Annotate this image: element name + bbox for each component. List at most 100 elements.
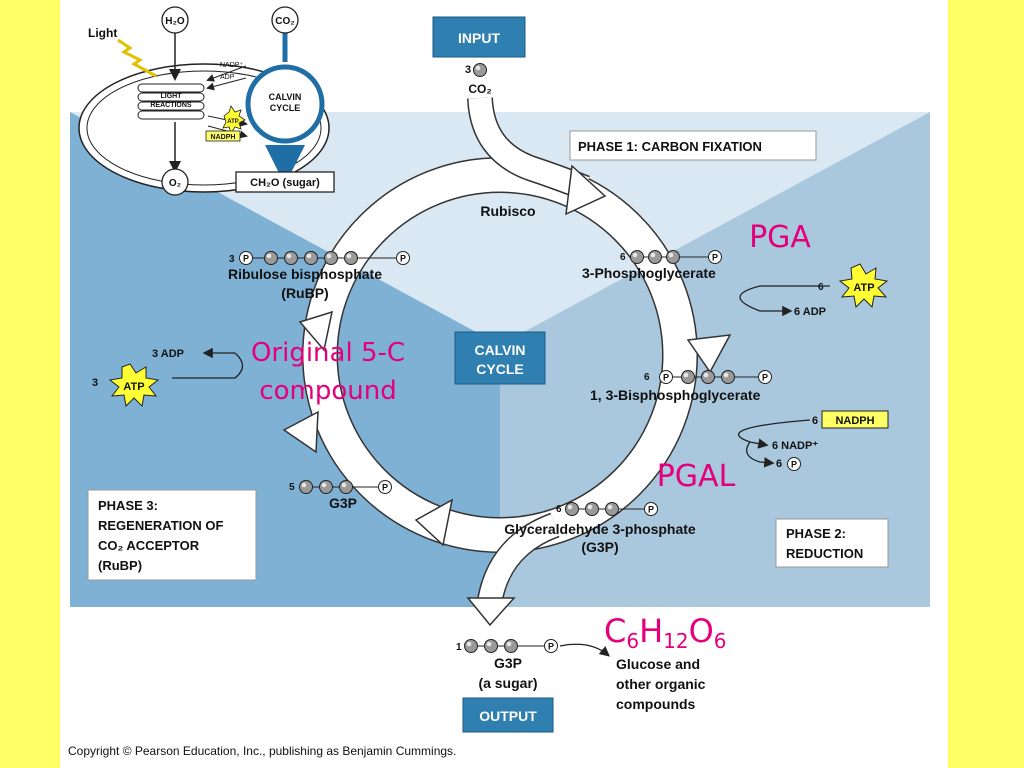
carbon-icon: [565, 502, 579, 516]
phase3-line3: CO₂ ACCEPTOR: [98, 538, 200, 553]
nadph-label: NADPH: [835, 415, 874, 427]
calvin-cycle-box: [454, 331, 546, 385]
copyright-notice: Copyright © Pearson Education, Inc., pub…: [68, 744, 457, 758]
g3p-name-1: Glyceraldehyde 3-phosphate: [504, 521, 696, 537]
carbon-icon: [304, 251, 318, 265]
light-reactions-label-1: LIGHT: [161, 93, 183, 100]
light-reactions-label-2: REACTIONS: [150, 102, 192, 109]
bpg-count: 6: [644, 372, 650, 383]
regen-atp-count: 3: [92, 377, 98, 389]
phase3-line4: (RuBP): [98, 558, 142, 573]
carbon-icon: [630, 250, 644, 264]
phosphate-icon: [659, 370, 673, 384]
carbon-icon: [284, 251, 298, 265]
carbon-icon: [648, 250, 662, 264]
carbon-icon: [701, 370, 715, 384]
pgal-annotation: PGAL: [657, 459, 736, 494]
g3p-name-2: (G3P): [581, 539, 618, 555]
phase2-line2: REDUCTION: [786, 546, 863, 561]
output-g3p-desc: (a sugar): [478, 675, 537, 691]
input-box-label: INPUT: [458, 30, 500, 46]
pga-atp-count: 6: [818, 282, 824, 293]
co2-label: CO₂: [275, 16, 294, 27]
regen-atp-label: ATP: [123, 381, 144, 393]
bpg-name: 1, 3-Bisphosphoglycerate: [590, 387, 761, 403]
slide-canvas: P Light H₂O CO: [60, 0, 948, 768]
o2-label: O₂: [169, 178, 181, 189]
carbon-icon: [681, 370, 695, 384]
carbon-icon: [319, 480, 333, 494]
co2-molecule-icon: [473, 63, 487, 77]
phosphate-icon: [239, 251, 253, 265]
input-co2-label: CO₂: [468, 82, 491, 96]
output-count: 1: [456, 642, 462, 653]
carbon-icon: [464, 639, 478, 653]
rubisco-label: Rubisco: [480, 203, 535, 219]
phase1-box: [569, 130, 817, 161]
h2o-label: H₂O: [165, 16, 185, 27]
carbon-icon: [721, 370, 735, 384]
rubp-annotation-2: compound: [259, 376, 396, 406]
phase1-label: PHASE 1: CARBON FIXATION: [578, 139, 762, 154]
inset-calvin-label-2: CYCLE: [270, 103, 301, 113]
carbon-icon: [666, 250, 680, 264]
atp-small-label: ATP: [227, 119, 239, 125]
phosphate-icon: [378, 480, 392, 494]
rubp-count: 3: [229, 254, 235, 265]
phosphate-icon: [544, 639, 558, 653]
regen-g3p-label: G3P: [329, 495, 357, 511]
rubp-name-1: Ribulose bisphosphate: [228, 266, 382, 282]
adp-small-label: ADP: [220, 74, 235, 81]
nadph-box: [821, 410, 889, 429]
carbon-icon: [585, 502, 599, 516]
pga-atp-icon: [838, 263, 889, 309]
pga-annotation: PGA: [749, 220, 811, 255]
carbon-icon: [339, 480, 353, 494]
calvin-cycle-diagram: P Light H₂O CO: [70, 6, 930, 733]
regen-adp-label: 3 ADP: [152, 348, 184, 360]
phosphate-icon: [644, 502, 658, 516]
nadph-count: 6: [812, 415, 818, 427]
carbon-icon: [484, 639, 498, 653]
carbon-icon: [324, 251, 338, 265]
glucose-line-1: Glucose and: [616, 656, 700, 672]
output-box-label: OUTPUT: [479, 708, 537, 724]
regen-atp-icon: [108, 363, 160, 408]
phase2-line1: PHASE 2:: [786, 526, 846, 541]
chloroplast-inset: Light H₂O CO₂ NADP⁺ ADP LIGHT REACTIONS …: [78, 6, 335, 196]
nadph-small-label: NADPH: [211, 134, 236, 141]
glucose-line-2: other organic: [616, 676, 706, 692]
glucose-formula: C6H12O6: [604, 612, 727, 653]
g3p-count: 6: [556, 504, 562, 515]
sugar-label: CH₂O (sugar): [250, 177, 320, 189]
phosphate-icon: [708, 250, 722, 264]
phase3-line1: PHASE 3:: [98, 498, 158, 513]
carbon-icon: [605, 502, 619, 516]
output-box: [462, 697, 554, 733]
pga-count: 6: [620, 252, 626, 263]
pga-name: 3-Phosphoglycerate: [582, 265, 716, 281]
input-box: [432, 16, 526, 58]
nadp-small-label: NADP⁺: [220, 62, 243, 69]
carbon-icon: [264, 251, 278, 265]
carbon-icon: [504, 639, 518, 653]
phosphate-icon: [787, 457, 801, 471]
inset-calvin-label-1: CALVIN: [269, 92, 302, 102]
phase3-line2: REGENERATION OF: [98, 518, 223, 533]
carbon-icon: [344, 251, 358, 265]
carbon-icon: [299, 480, 313, 494]
nadp-label: 6 NADP⁺: [772, 440, 818, 452]
cycle-ring: [282, 96, 732, 627]
input-co2-count: 3: [465, 64, 471, 76]
calvin-cycle-label-1: CALVIN: [474, 342, 525, 358]
regen-g3p-count: 5: [289, 482, 295, 493]
phosphate-icon: [396, 251, 410, 265]
pi-count: 6: [776, 458, 782, 470]
phosphate-icon: [758, 370, 772, 384]
pga-atp-label: ATP: [853, 282, 874, 294]
rubp-name-2: (RuBP): [281, 285, 328, 301]
calvin-cycle-label-2: CYCLE: [476, 361, 523, 377]
glucose-line-3: compounds: [616, 696, 696, 712]
phase3-box: [87, 489, 257, 581]
light-label: Light: [88, 26, 117, 40]
